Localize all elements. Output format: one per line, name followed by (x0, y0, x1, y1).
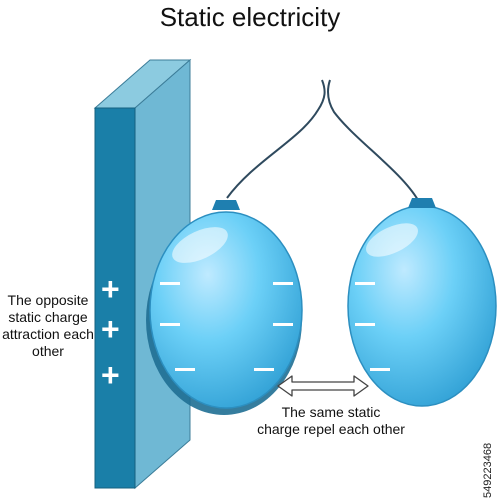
string-left (226, 79, 326, 199)
balloon-left-knot (212, 200, 240, 210)
balloon-right-body (347, 205, 497, 407)
minus-charge (370, 368, 390, 371)
label-line: attraction each (2, 326, 94, 342)
label-line: static charge (8, 309, 88, 325)
repel-double-arrow (277, 375, 369, 397)
balloon-right-highlight (366, 223, 418, 257)
label-line: charge repel each other (257, 421, 405, 437)
page-title: Static electricity (159, 2, 341, 32)
label-line: other (32, 343, 64, 359)
minus-charge (175, 368, 195, 371)
minus-charge (254, 368, 274, 371)
plus-charge: + (101, 311, 120, 347)
minus-charge (355, 323, 375, 326)
balloon-left-body (149, 211, 303, 409)
balloon-left-highlight (172, 227, 228, 263)
plus-charge: + (101, 271, 120, 307)
balloon-left (146, 200, 303, 415)
wall-front-face (94, 107, 136, 489)
minus-charge (355, 282, 375, 285)
image-id-watermark: 549223468 (482, 442, 494, 498)
balloon-charges (160, 282, 390, 371)
label-line: The same static (281, 404, 381, 420)
minus-charge (160, 323, 180, 326)
minus-charge (273, 323, 293, 326)
minus-charge (273, 282, 293, 285)
wall-charges: + + + (101, 271, 120, 393)
plus-charge: + (101, 357, 120, 393)
balloon-strings (226, 79, 419, 201)
double-arrow-icon (277, 375, 369, 397)
same-charge-label: The same static charge repel each other (236, 404, 426, 438)
label-line: The opposite (7, 292, 89, 308)
balloon-right-knot (408, 198, 436, 208)
minus-charge (160, 282, 180, 285)
string-right (326, 79, 419, 201)
opposite-charge-label: The opposite static charge attraction ea… (0, 292, 96, 360)
balloon-right (347, 198, 497, 407)
